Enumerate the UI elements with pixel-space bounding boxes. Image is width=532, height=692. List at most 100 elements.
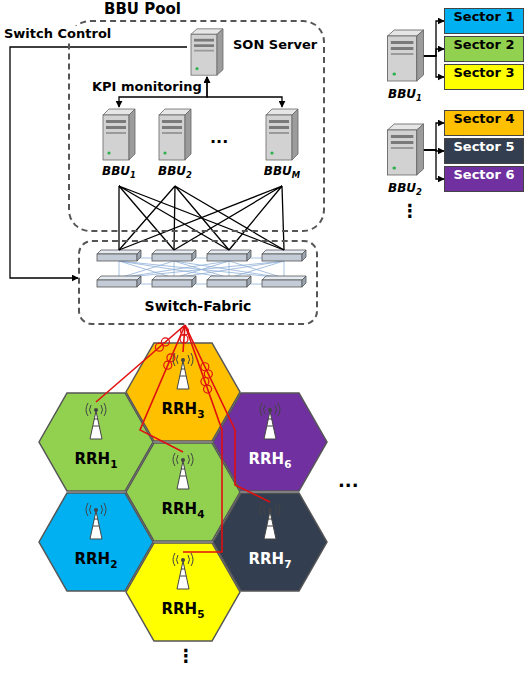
switch-side: [247, 250, 251, 261]
fabric-label-wrap: Switch-Fabric: [80, 298, 316, 314]
antenna-icon: [85, 402, 107, 440]
cell-label: RRH2: [75, 550, 118, 568]
switch-front: [97, 254, 137, 261]
mesh-link: [119, 261, 284, 278]
cell-label-wrap: RRH1: [38, 450, 154, 468]
server-icon: [99, 107, 139, 162]
bbu-label-wrap: BBUM: [257, 164, 307, 178]
cell-label-wrap: RRH4: [125, 500, 241, 518]
cell-label: RRH7: [249, 550, 292, 568]
free-label-wrap: KPI monitoring: [92, 79, 202, 94]
hexagon-shape: [38, 492, 154, 592]
mesh-link: [284, 261, 285, 278]
bbu-node: BBU1: [380, 28, 430, 108]
free-label-wrap: ...: [210, 128, 228, 147]
index-subscript: 5: [197, 608, 204, 620]
index-subscript: 1: [110, 458, 117, 470]
cell-label-wrap: RRH7: [212, 550, 328, 568]
antenna-holder: [259, 402, 281, 444]
bbu-label: BBUM: [264, 164, 300, 178]
antenna-icon: [172, 552, 194, 590]
fabric-label: Switch-Fabric: [145, 298, 252, 314]
antenna-holder: [172, 352, 194, 394]
bbu-label: BBU1: [102, 164, 136, 178]
switch-fabric-region: Switch-Fabric: [78, 240, 318, 325]
index-subscript: 6: [284, 458, 291, 470]
connector: [207, 77, 282, 107]
hexagon-shape: [212, 392, 328, 492]
cell-label: RRH6: [249, 450, 292, 468]
mesh-link: [174, 261, 284, 278]
sector-box: Sector 3: [444, 64, 524, 90]
edge-label-wrap: Switch Control: [4, 26, 111, 41]
mesh-link: [119, 261, 229, 278]
sector-label-wrap: Sector 5: [445, 139, 523, 154]
server-icon: [155, 107, 195, 162]
server-node: SON Server: [187, 27, 317, 77]
sector-label: Sector 6: [453, 167, 514, 182]
antenna-holder: [172, 552, 194, 594]
icon-holder: [99, 107, 139, 166]
sector-label-wrap: Sector 3: [445, 65, 523, 80]
hexagon-outline: [126, 543, 240, 641]
switch-side: [247, 276, 251, 287]
antenna-icon: [259, 502, 281, 540]
bbu-label-wrap: BBU1: [94, 164, 144, 178]
free-label: ⋮: [177, 645, 195, 666]
switch-top: [207, 276, 251, 280]
index-subscript: 3: [197, 408, 204, 420]
cell-hexagon: RRH1: [38, 392, 154, 492]
server-icon: [383, 28, 428, 83]
cell-label-wrap: RRH2: [38, 550, 154, 568]
index-subscript: 2: [110, 558, 117, 570]
index-subscript: M: [292, 170, 300, 180]
antenna-icon: [85, 502, 107, 540]
cell-hexagon: RRH4: [125, 442, 241, 542]
free-label-wrap: ⋮: [177, 645, 195, 666]
sector-label: Sector 5: [453, 139, 514, 154]
cell-label: RRH5: [162, 600, 205, 618]
switch-top: [97, 276, 141, 280]
switch-side: [192, 276, 196, 287]
region-heading: BBU Pool: [104, 0, 181, 18]
free-label-wrap: ...: [338, 470, 359, 491]
antenna-icon: [259, 402, 281, 440]
sector-box: Sector 1: [444, 8, 524, 34]
edge-label: Switch Control: [4, 26, 111, 41]
bbu-label-wrap: BBU1: [380, 87, 430, 101]
sector-label: Sector 1: [453, 9, 514, 24]
pool-region: BBU PoolSON ServerBBU1BBU2BBUM: [68, 20, 325, 232]
sector-label-wrap: Sector 2: [445, 37, 523, 52]
server-label-wrap: SON Server: [233, 37, 317, 52]
switch-front: [97, 280, 137, 287]
icon-holder: [262, 107, 302, 166]
bbu-node: BBU1: [94, 107, 144, 185]
bbu-label-wrap: BBU2: [380, 181, 430, 195]
sector-label: Sector 4: [453, 111, 514, 126]
mesh-link: [174, 261, 284, 278]
bbu-label: BBU2: [158, 164, 192, 178]
antenna-icon: [172, 352, 194, 390]
free-label: ⋮: [401, 200, 419, 221]
switch-side: [137, 276, 141, 287]
bbu-node: BBU2: [150, 107, 200, 185]
sector-box: Sector 4: [444, 110, 524, 136]
cell-hexagon: RRH2: [38, 492, 154, 592]
free-label: KPI monitoring: [92, 79, 202, 94]
antenna-holder: [85, 402, 107, 444]
sector-label-wrap: Sector 6: [445, 167, 523, 182]
switch-front: [152, 254, 192, 261]
server-label: SON Server: [233, 37, 317, 52]
cell-hexagon: RRH3: [125, 342, 241, 442]
switch-front: [262, 254, 302, 261]
hexagon-shape: [212, 492, 328, 592]
server-icon: [187, 27, 227, 77]
sector-box: Sector 2: [444, 36, 524, 62]
switch-front: [262, 280, 302, 287]
cell-hexagon: RRH6: [212, 392, 328, 492]
server-icon: [262, 107, 302, 162]
antenna-icon: [172, 452, 194, 490]
mesh-link: [119, 261, 284, 278]
